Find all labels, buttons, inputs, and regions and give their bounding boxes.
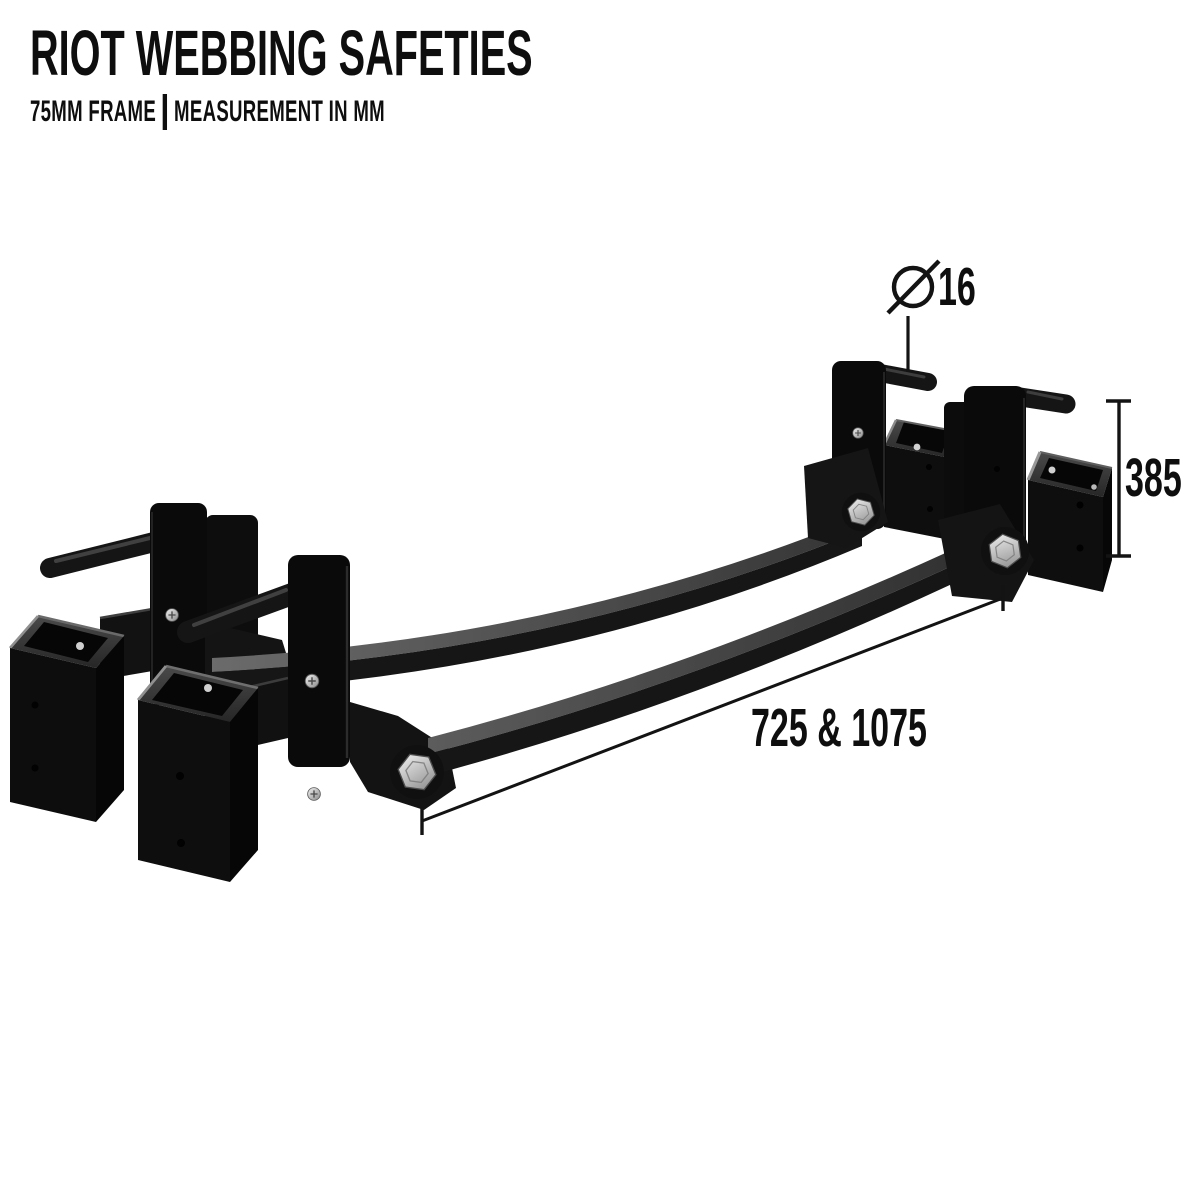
screw bbox=[164, 607, 180, 623]
j-cup-box bbox=[136, 664, 259, 882]
dimension-lines bbox=[420, 259, 1131, 835]
strap-top-face bbox=[212, 516, 862, 672]
subtitle: 75MM FRAME | MEASUREMENT IN MM bbox=[30, 94, 533, 131]
strap-near bbox=[350, 504, 1037, 810]
strap-length-label: 725 & 1075 bbox=[751, 698, 927, 758]
rack-pin bbox=[177, 583, 303, 643]
bracket-height-label: 385 bbox=[1125, 448, 1182, 508]
height-dimension-line bbox=[1106, 399, 1131, 558]
pin-diameter-label: 16 bbox=[938, 257, 976, 317]
strap-edge bbox=[212, 530, 862, 692]
strap-top-face bbox=[428, 550, 952, 754]
j-cup-box bbox=[1026, 451, 1113, 592]
upright-plate bbox=[150, 503, 207, 705]
subtitle-divider: | bbox=[162, 94, 168, 131]
rack-pin bbox=[871, 364, 937, 391]
subtitle-frame-size: 75MM FRAME bbox=[30, 95, 157, 129]
header: RIOT WEBBING SAFETIES 75MM FRAME | MEASU… bbox=[30, 17, 841, 131]
diameter-symbol bbox=[886, 259, 941, 315]
screw bbox=[306, 786, 322, 802]
rack-pin bbox=[40, 531, 168, 578]
j-cup-box bbox=[9, 614, 125, 822]
subtitle-measurement-unit: MEASUREMENT IN MM bbox=[174, 95, 385, 129]
upright-plate bbox=[288, 555, 350, 767]
screw bbox=[852, 427, 864, 439]
page-title: RIOT WEBBING SAFETIES bbox=[30, 17, 533, 89]
strap-edge bbox=[428, 566, 952, 776]
screw bbox=[304, 673, 320, 689]
bracket-near-left bbox=[136, 555, 350, 882]
length-dimension-line bbox=[420, 585, 1005, 835]
